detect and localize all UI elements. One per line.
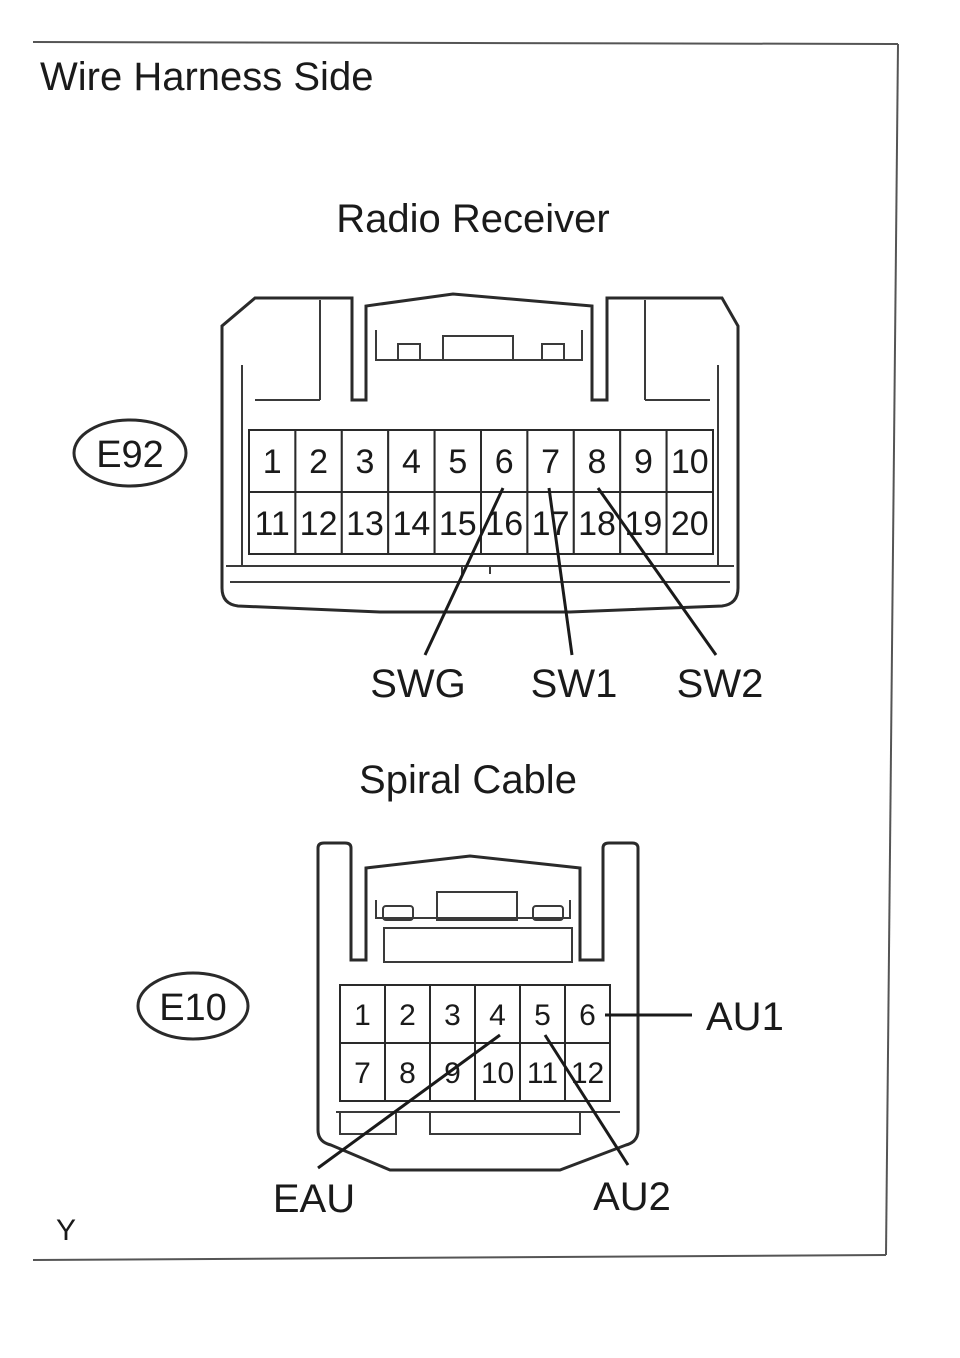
spiral-cable-pin-number: 10 xyxy=(481,1057,514,1090)
radio-receiver-pin-9: 9 xyxy=(619,429,668,493)
spiral-cable-pin-7: 7 xyxy=(339,1042,386,1102)
radio-receiver-housing xyxy=(220,292,740,614)
radio-receiver-pin-number: 12 xyxy=(300,505,338,543)
spiral-cable-pin-number: 4 xyxy=(489,999,506,1032)
radio-receiver-pin-4: 4 xyxy=(387,429,436,493)
radio-receiver-pin-number: 14 xyxy=(392,505,430,543)
eau-leader-line xyxy=(317,1033,501,1170)
radio-receiver-pin-16: 16 xyxy=(480,491,529,555)
radio-receiver-pin-number: 4 xyxy=(402,443,421,481)
radio-receiver-pin-number: 19 xyxy=(624,505,662,543)
signal-label-sw1: SW1 xyxy=(531,662,618,706)
spiral-cable-pin-9: 9 xyxy=(429,1042,476,1102)
radio-receiver-pin-7: 7 xyxy=(526,429,575,493)
spiral-cable-pin-12: 12 xyxy=(564,1042,611,1102)
signal-label-sw2: SW2 xyxy=(677,662,764,706)
radio-receiver-pin-11: 11 xyxy=(248,491,297,555)
radio-receiver-pin-19: 19 xyxy=(619,491,668,555)
spiral-cable-pin-5: 5 xyxy=(519,984,566,1044)
radio-receiver-pin-18: 18 xyxy=(572,491,622,555)
radio-receiver-pin-number: 9 xyxy=(634,443,653,481)
page-title: Wire Harness Side xyxy=(40,55,373,99)
spiral-cable-pin-10: 10 xyxy=(474,1042,521,1102)
swg-leader-line xyxy=(423,487,505,656)
radio-receiver-pin-12: 12 xyxy=(294,491,343,555)
signal-label-au1: AU1 xyxy=(706,995,784,1039)
signal-label-au2: AU2 xyxy=(593,1175,671,1219)
spiral-cable-housing xyxy=(316,841,640,1172)
radio-receiver-pin-number: 18 xyxy=(578,505,616,543)
signal-label-swg: SWG xyxy=(370,662,466,706)
radio-receiver-pin-10: 10 xyxy=(665,429,714,493)
radio-receiver-pin-number: 6 xyxy=(495,443,514,481)
radio-receiver-pin-number: 17 xyxy=(532,505,570,543)
spiral-cable-pin-number: 2 xyxy=(399,999,416,1032)
spiral-cable-pin-4: 4 xyxy=(474,984,521,1044)
radio-receiver-pin-number: 8 xyxy=(588,443,607,481)
radio-receiver-pin-13: 13 xyxy=(340,491,390,555)
radio-receiver-heading: Radio Receiver xyxy=(336,197,609,241)
spiral-cable-code: E10 xyxy=(159,987,227,1029)
spiral-cable-pin-number: 1 xyxy=(354,999,371,1032)
radio-receiver-pin-14: 14 xyxy=(387,491,436,555)
radio-receiver-pin-8: 8 xyxy=(572,429,622,493)
spiral-cable-pin-number: 7 xyxy=(354,1057,371,1090)
signal-label-eau: EAU xyxy=(273,1177,355,1221)
spiral-cable-pin-number: 5 xyxy=(534,999,551,1032)
radio-receiver-pin-20: 20 xyxy=(665,491,714,555)
radio-receiver-pin-number: 3 xyxy=(356,443,375,481)
radio-receiver-pin-number: 20 xyxy=(671,505,709,543)
spiral-cable-pin-number: 11 xyxy=(527,1057,558,1090)
spiral-cable-pin-3: 3 xyxy=(429,984,476,1044)
radio-receiver-pin-15: 15 xyxy=(433,491,483,555)
radio-receiver-pin-1: 1 xyxy=(248,429,297,493)
radio-receiver-pin-number: 7 xyxy=(541,443,560,481)
radio-receiver-pin-number: 10 xyxy=(671,443,709,481)
spiral-cable-heading: Spiral Cable xyxy=(359,758,577,802)
radio-receiver-code: E92 xyxy=(96,434,164,476)
spiral-cable-code-badge: E10 xyxy=(136,971,250,1041)
diagram-frame xyxy=(32,41,899,1261)
spiral-cable-pin-6: 6 xyxy=(564,984,611,1044)
radio-receiver-pin-3: 3 xyxy=(340,429,390,493)
radio-receiver-pin-6: 6 xyxy=(480,429,529,493)
spiral-cable-pin-number: 3 xyxy=(444,999,461,1032)
radio-receiver-pin-number: 2 xyxy=(309,443,328,481)
radio-receiver-pin-2: 2 xyxy=(294,429,343,493)
radio-receiver-pin-number: 13 xyxy=(346,505,384,543)
radio-receiver-pin-number: 1 xyxy=(263,443,282,481)
radio-receiver-pin-number: 5 xyxy=(448,443,467,481)
sw1-leader-line xyxy=(547,487,574,656)
spiral-cable-pin-11: 11 xyxy=(519,1042,566,1102)
spiral-cable-pin-number: 6 xyxy=(579,999,596,1032)
corner-mark: Y xyxy=(56,1214,76,1247)
radio-receiver-code-badge: E92 xyxy=(72,418,188,488)
sw2-leader-line xyxy=(596,487,718,656)
radio-receiver-pin-number: 15 xyxy=(439,505,477,543)
au2-leader-line xyxy=(543,1034,630,1166)
spiral-cable-pin-2: 2 xyxy=(384,984,431,1044)
radio-receiver-pin-5: 5 xyxy=(433,429,483,493)
spiral-cable-pin-number: 8 xyxy=(399,1057,416,1090)
radio-receiver-pin-number: 11 xyxy=(255,505,290,543)
spiral-cable-pin-1: 1 xyxy=(339,984,386,1044)
